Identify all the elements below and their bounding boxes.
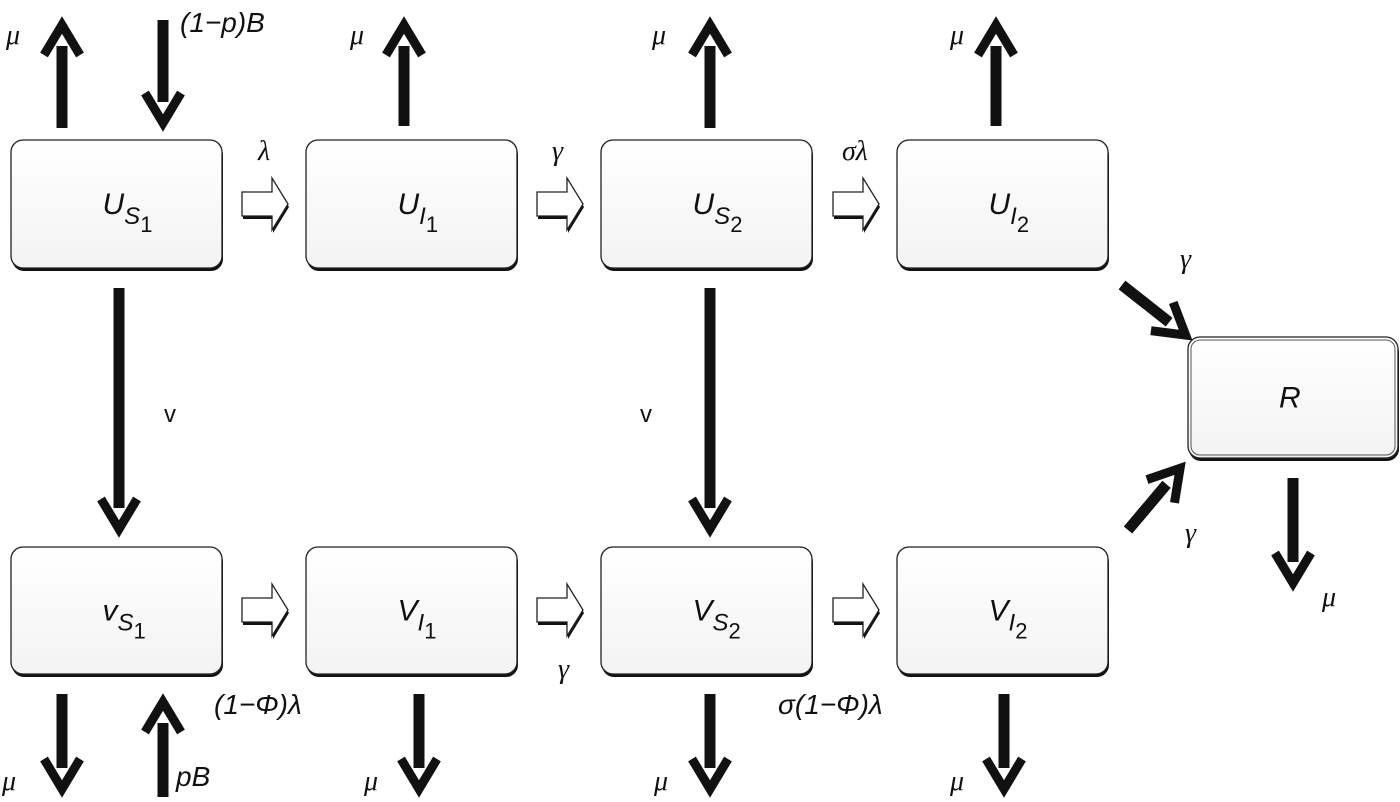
recovery-arrow bbox=[1123, 461, 1186, 534]
recovery-arrow bbox=[1118, 280, 1193, 341]
rate-label-mu: μ bbox=[5, 20, 20, 51]
death-arrow bbox=[688, 16, 732, 128]
rate-label-mu: μ bbox=[651, 20, 666, 51]
death-arrow bbox=[1271, 478, 1315, 592]
transition-arrow bbox=[536, 581, 584, 639]
rate-label-gamma: γ bbox=[1185, 518, 1197, 549]
transition-arrow bbox=[832, 581, 880, 639]
rate-label-sigma-lambda: σλ bbox=[842, 136, 868, 167]
rate-label-mu: μ bbox=[949, 20, 964, 51]
compartment-UI1: UI1 bbox=[305, 139, 518, 271]
vaccination-arrow bbox=[97, 288, 141, 538]
death-arrow bbox=[382, 16, 426, 126]
rate-label-birth-unvaccinated: (1−p)B bbox=[180, 7, 265, 38]
death-arrow bbox=[982, 694, 1026, 798]
rate-label-mu: μ bbox=[349, 20, 364, 51]
compartment-US2: US2 bbox=[600, 139, 813, 271]
compartment-VI1: VI1 bbox=[305, 546, 518, 677]
vaccination-arrow bbox=[688, 288, 732, 538]
rate-label-mu: μ bbox=[1321, 582, 1336, 613]
rate-label-mu: μ bbox=[363, 766, 378, 797]
rate-label-vaccinated-lambda: (1−Φ)λ bbox=[214, 689, 302, 720]
rate-label-mu: μ bbox=[1, 766, 16, 797]
rate-label-lambda: λ bbox=[257, 136, 270, 167]
death-arrow bbox=[397, 694, 441, 798]
rate-label-vaccination: v bbox=[164, 401, 176, 428]
birth-arrow bbox=[141, 20, 185, 132]
rate-label-sigma-vaccinated-lambda: σ(1−Φ)λ bbox=[778, 689, 883, 720]
death-arrow bbox=[688, 694, 732, 798]
compartment-R: R bbox=[1187, 336, 1399, 461]
death-arrow bbox=[40, 16, 84, 128]
transition-arrow bbox=[536, 175, 584, 233]
rate-label-gamma: γ bbox=[1180, 244, 1192, 275]
rate-label-birth-vaccinated: pB bbox=[175, 761, 210, 792]
death-arrow bbox=[40, 694, 84, 798]
compartment-US1: US1 bbox=[10, 139, 223, 271]
birth-arrow bbox=[141, 693, 185, 797]
rate-label-mu: μ bbox=[949, 766, 964, 797]
compartment-VI2: VI2 bbox=[896, 546, 1109, 677]
rate-label-gamma: γ bbox=[552, 136, 564, 167]
compartment-UI2: UI2 bbox=[896, 139, 1109, 271]
rate-label-vaccination: v bbox=[640, 401, 652, 428]
rate-label-mu: μ bbox=[653, 766, 668, 797]
death-arrow bbox=[974, 16, 1018, 126]
compartment-VS2: VS2 bbox=[600, 546, 813, 677]
compartment-label: R bbox=[1279, 382, 1301, 415]
transition-arrow bbox=[832, 175, 880, 233]
rate-label-gamma: γ bbox=[558, 654, 570, 685]
transition-arrow bbox=[241, 175, 289, 233]
compartment-VS1: vS1 bbox=[10, 546, 223, 677]
transition-arrow bbox=[241, 581, 289, 639]
